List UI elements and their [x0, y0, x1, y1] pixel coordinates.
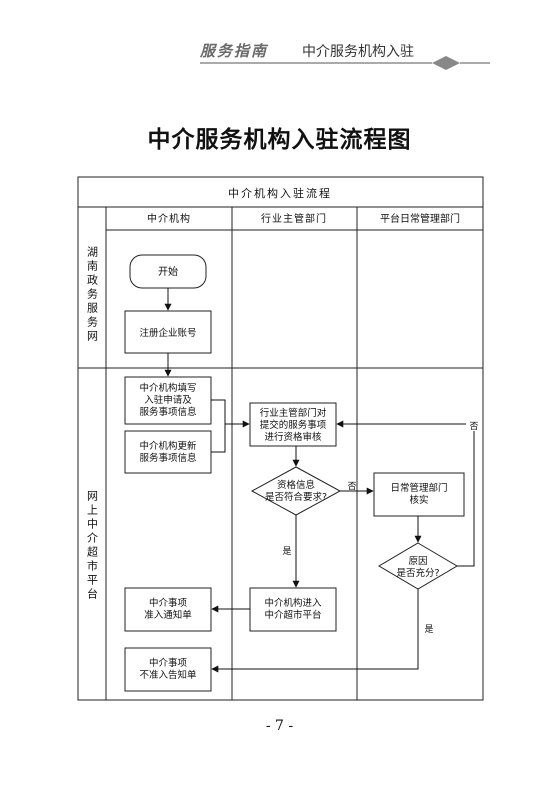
- update-info-box: [124, 430, 212, 474]
- qualified-decision-label-2: 是否符合要求?: [265, 491, 327, 503]
- reject-notice-label-2: 不准入告知单: [139, 669, 197, 681]
- admit-notice-label-2: 准入通知单: [144, 609, 192, 621]
- arrow-reason-yes-to-reject: [211, 589, 419, 673]
- fill-application-label-3: 服务事项信息: [139, 406, 196, 418]
- qualification-review-label-3: 进行资格审核: [264, 431, 322, 443]
- qualified-decision-diamond: [250, 466, 342, 516]
- qualified-decision-label-1: 资格信息: [277, 479, 315, 491]
- page-number: - 7 -: [265, 718, 294, 734]
- fill-application-label-2: 入驻申请及: [144, 394, 192, 406]
- flowchart-connectors: [164, 288, 475, 673]
- lane-label-hunan-gov: 湖南政务服务网: [86, 246, 99, 344]
- reason-decision-label-1: 原因: [408, 556, 427, 567]
- daily-verify-box: [373, 472, 465, 517]
- edge-label-qualified-yes: 是: [282, 546, 291, 557]
- flowchart-title: 中介机构入驻流程: [228, 186, 332, 200]
- edge-label-reason-yes: 是: [424, 624, 433, 635]
- arrow-fill-to-review: [211, 399, 250, 428]
- header-section-label: 中介服务机构入驻: [302, 44, 414, 60]
- update-info-label-2: 服务事项信息: [139, 452, 196, 464]
- daily-verify-label-2: 核实: [409, 494, 428, 506]
- start-node-label: 开始: [158, 265, 178, 278]
- update-info-label-1: 中介机构更新: [139, 440, 197, 452]
- fill-application-label-1: 中介机构填写: [139, 382, 196, 394]
- edge-label-bg: [466, 419, 482, 431]
- reason-decision-label-2: 是否充分?: [396, 567, 439, 579]
- qualification-review-box: [249, 402, 337, 447]
- line-update-to-review: [211, 424, 226, 453]
- fill-application-box: [124, 376, 212, 425]
- page-title: 中介服务机构入驻流程图: [147, 127, 412, 153]
- header-guide-label: 服务指南: [200, 42, 269, 60]
- enter-market-box: [249, 587, 337, 632]
- qualification-review-label-2: 提交的服务事项: [260, 419, 327, 431]
- column-header-industry-dept: 行业主管部门: [261, 212, 327, 225]
- enter-market-label-2: 中介超市平台: [264, 609, 321, 621]
- column-header-platform-dept: 平台日常管理部门: [380, 212, 460, 225]
- lane-label-intermediary-market: 网上中介超市平台: [86, 490, 99, 602]
- column-header-agency: 中介机构: [147, 212, 191, 225]
- flowchart-grid: [77, 176, 484, 701]
- edge-label-qualified-no: 否: [347, 481, 356, 492]
- qualification-review-label-1: 行业主管部门对: [260, 407, 327, 419]
- edge-label-review-no: 否: [469, 421, 478, 432]
- header-rule: [200, 56, 490, 70]
- reject-notice-label-1: 中介事项: [149, 657, 188, 669]
- admit-notice-label-1: 中介事项: [149, 597, 188, 609]
- register-account-label: 注册企业账号: [139, 327, 196, 339]
- reject-notice-box: [124, 647, 212, 692]
- enter-market-label-1: 中介机构进入: [264, 597, 322, 609]
- line-reason-no-loop: [457, 424, 475, 567]
- admit-notice-box: [124, 587, 212, 632]
- daily-verify-label-1: 日常管理部门: [390, 482, 447, 494]
